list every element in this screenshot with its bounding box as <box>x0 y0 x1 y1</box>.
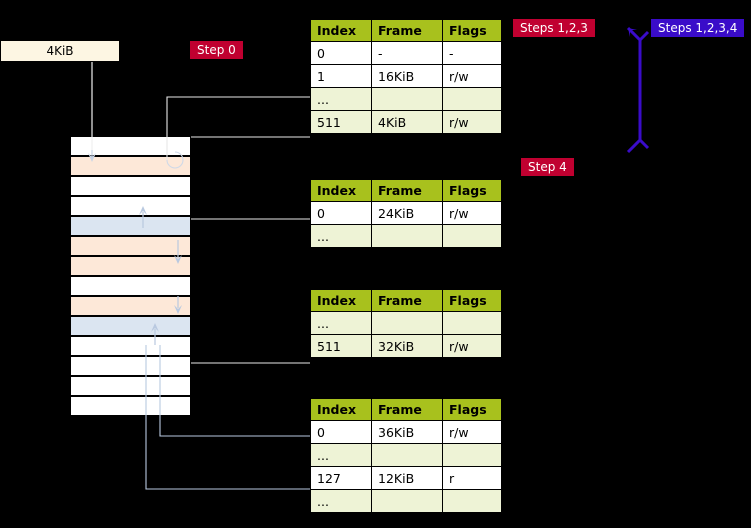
cell-frame <box>371 443 443 467</box>
column-header-flags: Flags <box>442 19 502 42</box>
cell-flags: r/w <box>442 201 502 225</box>
column-header-index: Index <box>310 398 372 421</box>
table-row: ... <box>310 311 502 335</box>
cell-index: 0 <box>310 201 372 225</box>
label-steps-123: Steps 1,2,3 <box>513 19 595 37</box>
cell-frame: 16KiB <box>371 64 443 88</box>
cell-frame: - <box>371 41 443 65</box>
column-header-flags: Flags <box>442 289 502 312</box>
cell-frame: 24KiB <box>371 201 443 225</box>
label-steps-1234: Steps 1,2,3,4 <box>651 19 745 37</box>
page-4kib-box: 4KiB <box>0 40 120 62</box>
cell-index: ... <box>310 224 372 248</box>
cell-flags: r/w <box>442 334 502 358</box>
table-row: ... <box>310 443 502 467</box>
cell-index: 1 <box>310 64 372 88</box>
memory-frame-row <box>70 296 191 316</box>
memory-frame-row <box>70 256 191 276</box>
cell-frame <box>371 311 443 335</box>
column-header-index: Index <box>310 19 372 42</box>
cell-flags <box>442 87 502 111</box>
column-header-flags: Flags <box>442 179 502 202</box>
cell-index: 0 <box>310 41 372 65</box>
cell-flags: r <box>442 466 502 490</box>
column-header-frame: Frame <box>371 179 443 202</box>
memory-frame-row <box>70 236 191 256</box>
cell-flags <box>442 443 502 467</box>
column-header-flags: Flags <box>442 398 502 421</box>
memory-frame-row <box>70 376 191 396</box>
column-header-frame: Frame <box>371 398 443 421</box>
table-row: 0-- <box>310 41 502 65</box>
memory-frames <box>70 136 191 416</box>
cell-index: 127 <box>310 466 372 490</box>
page-4kib-label: 4KiB <box>46 44 74 58</box>
label-step-4: Step 4 <box>521 158 574 176</box>
label-step-0: Step 0 <box>190 41 243 59</box>
memory-frame-row <box>70 356 191 376</box>
cell-frame: 36KiB <box>371 420 443 444</box>
cell-index: 0 <box>310 420 372 444</box>
memory-frame-row <box>70 336 191 356</box>
cell-flags <box>442 489 502 513</box>
cell-flags: r/w <box>442 420 502 444</box>
column-header-frame: Frame <box>371 289 443 312</box>
cell-frame <box>371 489 443 513</box>
table-row: ... <box>310 224 502 248</box>
cell-frame <box>371 224 443 248</box>
cell-index: 511 <box>310 110 372 134</box>
cell-flags <box>442 224 502 248</box>
memory-frame-row <box>70 316 191 336</box>
cell-flags: - <box>442 41 502 65</box>
table-row: ... <box>310 87 502 111</box>
cell-frame: 4KiB <box>371 110 443 134</box>
column-header-index: Index <box>310 179 372 202</box>
cell-frame: 32KiB <box>371 334 443 358</box>
cell-flags: r/w <box>442 110 502 134</box>
memory-frame-row <box>70 196 191 216</box>
cell-frame: 12KiB <box>371 466 443 490</box>
memory-frame-row <box>70 136 191 156</box>
memory-frame-row <box>70 176 191 196</box>
memory-frame-row <box>70 276 191 296</box>
cell-flags <box>442 311 502 335</box>
cell-frame <box>371 87 443 111</box>
memory-frame-row <box>70 156 191 176</box>
cell-index: ... <box>310 311 372 335</box>
cell-index: ... <box>310 443 372 467</box>
cell-index: ... <box>310 87 372 111</box>
cell-index: 511 <box>310 334 372 358</box>
memory-frame-row <box>70 396 191 416</box>
column-header-frame: Frame <box>371 19 443 42</box>
cell-flags: r/w <box>442 64 502 88</box>
memory-frame-row <box>70 216 191 236</box>
cell-index: ... <box>310 489 372 513</box>
column-header-index: Index <box>310 289 372 312</box>
table-row: ... <box>310 489 502 513</box>
